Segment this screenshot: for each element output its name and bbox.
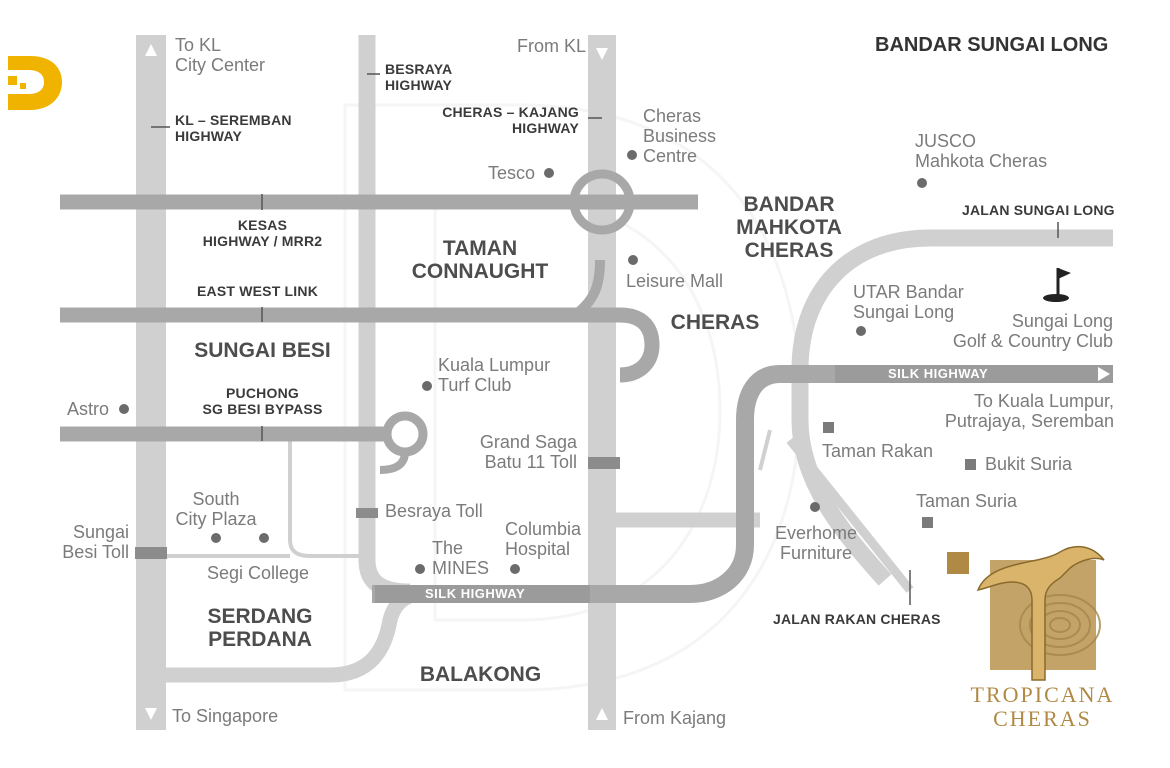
the-mines-label: The MINES xyxy=(432,538,490,578)
jusco-label: JUSCO Mahkota Cheras xyxy=(915,131,1048,171)
bandar-mahkota-cheras-area: BANDAR MAHKOTA CHERAS xyxy=(736,193,842,262)
to-kl-putrajaya-label: To Kuala Lumpur, Putrajaya, Seremban xyxy=(944,391,1114,431)
golf-club-label: Sungai Long Golf & Country Club xyxy=(952,311,1113,351)
serdang-perdana-area: SERDANG PERDANA xyxy=(207,605,313,651)
grand-saga-toll-label: Grand Saga Batu 11 Toll xyxy=(479,432,577,472)
silk-highway-south-band xyxy=(375,585,590,603)
besraya-highway-label: BESRAYA HIGHWAY xyxy=(385,61,453,93)
to-singapore-label: To Singapore xyxy=(172,706,279,726)
balakong-area: BALAKONG xyxy=(419,663,542,686)
square-markers xyxy=(823,422,976,528)
from-kajang-label: From Kajang xyxy=(623,708,727,728)
road-ticks xyxy=(151,73,1059,605)
grand-saga-toll-marker xyxy=(588,457,620,469)
direction-arrows xyxy=(145,44,1110,720)
d-logo-icon xyxy=(8,56,62,110)
kesas-highway-label: KESAS HIGHWAY / MRR2 xyxy=(202,217,323,249)
arrow-up-icon xyxy=(145,44,157,56)
cheras-kajang-highway-label: CHERAS – KAJANG HIGHWAY xyxy=(442,104,579,136)
golf-flag-icon xyxy=(1043,268,1071,302)
map-title: BANDAR SUNGAI LONG xyxy=(875,34,1109,56)
silk-highway-east-band xyxy=(835,365,1113,383)
tropicana-t-logo-icon xyxy=(976,545,1105,681)
puchong-bypass-label: PUCHONG SG BESI BYPASS xyxy=(202,385,323,417)
east-west-link-label: EAST WEST LINK xyxy=(196,283,319,299)
cheras-area: CHERAS xyxy=(670,311,760,334)
silk-highway-south-label: SILK HIGHWAY xyxy=(425,586,526,601)
arrow-down-icon xyxy=(596,48,608,60)
south-city-plaza-label: South City Plaza xyxy=(175,489,257,529)
landmark-dots xyxy=(119,150,927,574)
arrow-down-icon xyxy=(145,708,157,720)
mid-roads xyxy=(60,194,1113,603)
arrow-right-icon xyxy=(1098,367,1110,381)
jalan-sungai-long-label: JALAN SUNGAI LONG xyxy=(962,202,1115,218)
segi-college-label: Segi College xyxy=(207,563,310,583)
cheras-business-centre-label: Cheras Business Centre xyxy=(643,106,717,166)
to-kl-label: To KL City Center xyxy=(175,35,266,75)
puchong-roundabout xyxy=(382,411,428,457)
besraya-toll-marker xyxy=(356,508,378,518)
besraya-toll-label: Besraya Toll xyxy=(385,501,483,521)
everhome-furniture-label: Everhome Furniture xyxy=(774,523,858,563)
arrow-up-icon xyxy=(596,708,608,720)
taman-suria-label: Taman Suria xyxy=(916,491,1018,511)
jalan-rakan-cheras-label: JALAN RAKAN CHERAS xyxy=(773,611,941,627)
turf-club-label: Kuala Lumpur Turf Club xyxy=(438,355,551,395)
leisure-mall-label: Leisure Mall xyxy=(626,271,724,291)
sungai-besi-toll-marker xyxy=(135,547,167,559)
kl-seremban-highway-label: KL – SEREMBAN HIGHWAY xyxy=(175,112,292,144)
from-kl-label: From KL xyxy=(517,36,587,56)
tropicana-cheras-brand: TROPICANA CHERAS xyxy=(970,682,1115,731)
tesco-label: Tesco xyxy=(488,163,536,183)
columbia-hospital-label: Columbia Hospital xyxy=(505,519,582,559)
tropicana-small-square xyxy=(947,552,969,574)
taman-rakan-label: Taman Rakan xyxy=(822,441,934,461)
cheras-roundabout xyxy=(569,169,635,235)
utar-label: UTAR Bandar Sungai Long xyxy=(853,282,964,322)
sungai-besi-area: SUNGAI BESI xyxy=(194,339,331,362)
bukit-suria-label: Bukit Suria xyxy=(985,454,1073,474)
silk-highway-east-label: SILK HIGHWAY xyxy=(888,366,989,381)
astro-label: Astro xyxy=(67,399,110,419)
sungai-besi-toll-label: Sungai Besi Toll xyxy=(62,522,129,562)
taman-connaught-area: TAMAN CONNAUGHT xyxy=(411,237,549,283)
